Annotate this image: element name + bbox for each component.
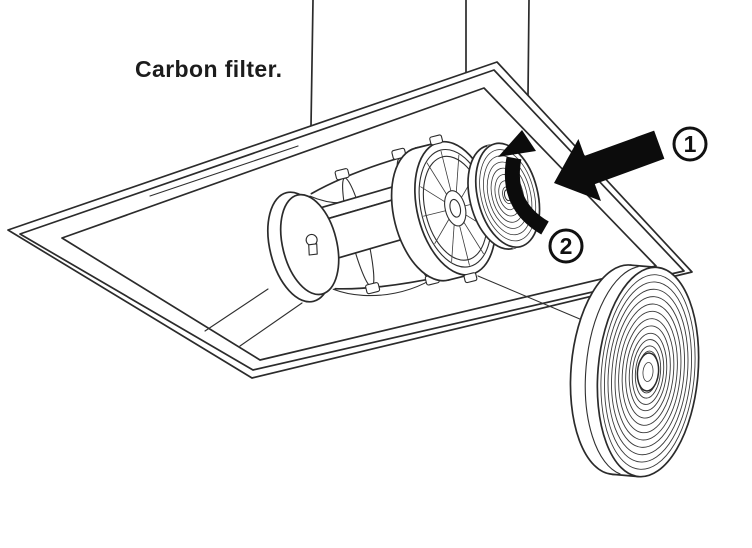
grille-spoke (420, 186, 445, 203)
strap-bolt (365, 282, 381, 295)
grille-spoke (463, 222, 484, 255)
hood-rim-edge (19, 69, 685, 371)
filter-ring (490, 167, 525, 223)
grille-hub (444, 190, 467, 227)
step-1-badge: 1 (672, 126, 708, 162)
step-1-circle (672, 126, 708, 162)
grille-spoke (451, 224, 455, 262)
grille-spoke (426, 162, 447, 195)
filter-ring (625, 325, 671, 419)
hood-cavity-line (149, 145, 299, 197)
grille-spoke (423, 210, 446, 217)
filter-clip (429, 134, 444, 146)
chimney-duct (310, 0, 530, 127)
filter-center-hole (636, 352, 660, 392)
step-1-number: 1 (684, 131, 697, 157)
carbon-filter-large (569, 264, 700, 478)
hood-cavity-line (239, 302, 303, 347)
filter-rim-line (584, 266, 639, 475)
motor-left-disc (267, 191, 340, 303)
grille-spoke (440, 150, 452, 191)
filter-ring (483, 155, 533, 236)
hood-rim-inner (61, 87, 657, 361)
step-2-circle (548, 228, 584, 264)
rotate-arrow-head (498, 130, 536, 157)
filter-ring (618, 310, 678, 434)
filter-ring (631, 339, 665, 405)
grille-spoke (455, 154, 460, 192)
chimney-right-edge (527, 0, 530, 97)
filter-ring (479, 149, 537, 242)
grille-spoke (459, 225, 470, 266)
filter-ring (600, 274, 696, 470)
step-2-badge: 2 (548, 228, 584, 264)
hood-cavity-line (204, 288, 269, 332)
diagram-title: Carbon filter. (135, 56, 283, 82)
grille-hub-center (449, 198, 462, 218)
rotate-arrow-icon (504, 156, 549, 235)
strap-bolt (334, 168, 350, 181)
filter-ring (611, 296, 685, 448)
filter-ring (634, 345, 662, 399)
filter-clip (463, 272, 478, 284)
filter-ring (614, 303, 682, 441)
step-arrows (498, 130, 665, 235)
keyhole-slot-tab (308, 243, 318, 256)
grille-spoke (434, 218, 450, 245)
filter-center-hole-inner (642, 362, 654, 382)
insert-arrow-icon (554, 130, 665, 202)
step-2-number: 2 (560, 233, 573, 259)
filter-ring (621, 318, 675, 426)
filter-ring (628, 332, 668, 412)
chimney-left-edge (310, 0, 314, 127)
filter-ring (607, 288, 689, 456)
filter-ring (603, 281, 693, 463)
